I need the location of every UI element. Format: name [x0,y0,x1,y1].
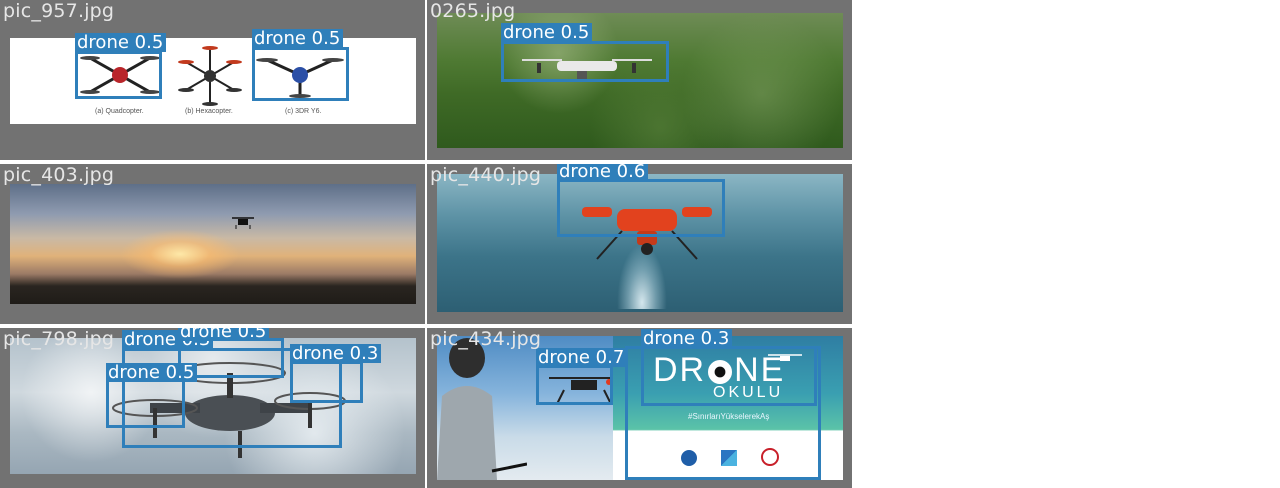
drone-image [232,217,254,229]
detection-label: drone 0.7 [536,348,628,367]
detection-box[interactable] [122,348,342,448]
photo-water-drone [437,174,843,312]
detection-label: drone 0.3 [290,344,382,363]
poster-drone-okulu: DR NE OKULU #SınırlarıYükselerekAş [613,336,843,480]
poster-subtitle: OKULU [713,384,784,401]
photo-sunset-drone [10,184,416,304]
detection-label: drone 0.5 [178,328,270,341]
detection-label: drone 0.6 [557,164,649,181]
pilot-image [437,338,527,480]
poster-sponsor-logo [681,450,697,466]
image-filename: pic_440.jpg [430,164,542,186]
detection-label: drone 0.3 [641,329,733,348]
poster-title: DR NE [653,352,785,388]
result-tile-1: (a) Quadcopter. (b) Hexacopter. (c) 3DR … [0,0,425,160]
detection-box[interactable] [641,346,817,406]
poster-title-part-a: DR [653,351,707,389]
result-tile-6: DR NE OKULU #SınırlarıYükselerekAş drone … [427,328,852,488]
result-tile-2: drone 0.5 0265.jpg [427,0,852,160]
detection-box[interactable] [557,179,725,237]
result-tile-5: drone 0.5 drone 0.3 drone 0.3 drone 0.5 … [0,328,425,488]
detection-label: drone 0.5 [501,23,593,42]
image-filename: pic_957.jpg [3,0,115,22]
hexacopter-image [178,46,242,106]
poster-title-part-b: NE [734,351,786,389]
detection-box[interactable] [501,41,669,82]
detection-label: drone 0.5 [75,33,167,52]
detection-box[interactable] [536,365,613,405]
drone-image [522,59,652,79]
detection-box[interactable] [252,47,349,101]
caption-hexacopter: (b) Hexacopter. [185,108,233,115]
detection-box[interactable] [75,51,162,99]
caption-3dr-y6: (c) 3DR Y6. [285,108,322,115]
poster-drone-icon [768,354,802,361]
detection-box[interactable] [290,361,363,403]
detection-label: drone 0.5 [252,29,344,48]
result-tile-3: pic_403.jpg [0,164,425,324]
detection-results-grid: (a) Quadcopter. (b) Hexacopter. (c) 3DR … [0,0,852,488]
photo-multicopter-types: (a) Quadcopter. (b) Hexacopter. (c) 3DR … [10,38,416,124]
poster-hashtag: #SınırlarıYükselerekAş [688,412,770,421]
image-filename: pic_798.jpg [3,328,115,350]
y6-copter-image [256,58,344,98]
image-filename: pic_434.jpg [430,328,542,350]
poster-sponsor-logo [721,450,737,466]
quadcopter-image [80,56,160,94]
image-filename: pic_403.jpg [3,164,115,186]
drone-image [112,362,346,458]
caption-quadcopter: (a) Quadcopter. [95,108,144,115]
detection-label: drone 0.5 [106,363,198,382]
poster-title-lens-icon [708,360,733,385]
result-tile-4: drone 0.6 pic_440.jpg [427,164,852,324]
poster-sponsor-logo [761,448,779,466]
image-filename: 0265.jpg [430,0,516,22]
